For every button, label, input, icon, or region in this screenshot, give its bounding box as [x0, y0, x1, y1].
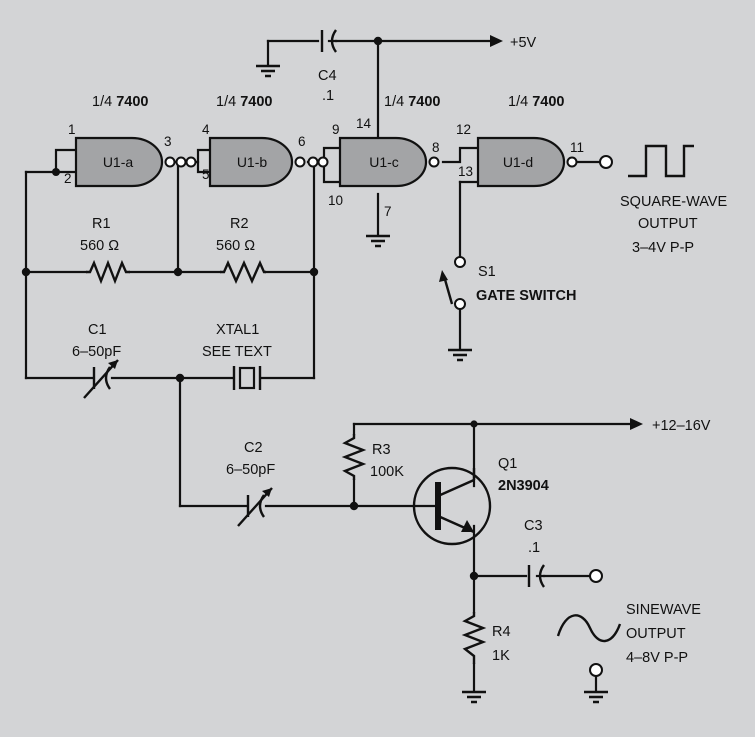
square-output-terminal: [599, 155, 613, 169]
pin-10: 10: [328, 193, 343, 208]
nand-gate-u1c-icon: [338, 136, 428, 188]
arrow-5v-icon: [490, 35, 503, 47]
pin-7: 7: [384, 204, 392, 219]
pin-12: 12: [456, 122, 471, 137]
pin-8: 8: [432, 140, 440, 155]
c3-ref: C3: [524, 518, 543, 534]
supply-5v-label: +5V: [510, 35, 537, 51]
r3-ref: R3: [372, 442, 391, 458]
c1-value: 6–50pF: [72, 344, 121, 360]
s1-ref: S1: [478, 264, 496, 280]
gate-u1d-name: U1-d: [503, 154, 533, 170]
xtal1-value: SEE TEXT: [202, 344, 272, 360]
variable-capacitor-c1-icon: [83, 359, 119, 399]
c2-value: 6–50pF: [226, 462, 275, 478]
sine-output-line2: OUTPUT: [626, 626, 686, 642]
pin-nodes: [175, 156, 329, 168]
sine-ground-terminal: [589, 663, 603, 677]
resistor-r3-icon: [341, 434, 367, 480]
variable-capacitor-c2-icon: [237, 487, 273, 527]
nand-gate-u1d-icon: [476, 136, 566, 188]
switch-s1-icon: [439, 256, 466, 310]
r4-ref: R4: [492, 624, 511, 640]
ground-output-icon: [584, 690, 608, 704]
pin-1: 1: [68, 122, 76, 137]
ground-c4-icon: [256, 64, 280, 78]
capacitor-c4-icon: [320, 29, 338, 53]
c4-ref: C4: [318, 68, 337, 84]
capacitor-c3-icon: [527, 564, 546, 588]
resistor-r2-icon: [220, 260, 266, 284]
c3-value: .1: [528, 540, 540, 556]
square-output-line2: OUTPUT: [638, 216, 698, 232]
pin-6: 6: [298, 134, 306, 149]
resistor-r1-icon: [86, 259, 130, 285]
transistor-q1-icon: [412, 466, 492, 546]
pin-3: 3: [164, 134, 172, 149]
svg-text:1/4 7400: 1/4 7400: [508, 94, 564, 110]
sine-output-line1: SINEWAVE: [626, 602, 701, 618]
s1-value: GATE SWITCH: [476, 288, 576, 304]
resistor-r4-icon: [461, 612, 487, 664]
c4-value: .1: [322, 88, 334, 104]
ground-u1c-icon: [366, 234, 390, 248]
svg-text:1/4 7400: 1/4 7400: [92, 94, 148, 110]
r2-ref: R2: [230, 216, 249, 232]
nand-gate-u1a-icon: [74, 136, 164, 188]
r4-value: 1K: [492, 648, 510, 664]
sine-output-line3: 4–8V P-P: [626, 650, 688, 666]
square-output-line1: SQUARE-WAVE: [620, 194, 727, 210]
pin-13: 13: [458, 164, 473, 179]
gate-u1c-name: U1-c: [369, 154, 399, 170]
ground-s1-icon: [448, 348, 472, 362]
pin-11: 11: [570, 140, 584, 155]
pin-2: 2: [64, 171, 72, 186]
supply-12v-label: +12–16V: [652, 418, 711, 434]
r1-ref: R1: [92, 216, 111, 232]
arrow-12v-icon: [630, 418, 643, 430]
q1-ref: Q1: [498, 456, 517, 472]
crystal-xtal1-icon: [232, 366, 262, 390]
q1-value: 2N3904: [498, 478, 549, 494]
nand-gate-u1b-icon: [208, 136, 294, 188]
gate-u1b-name: U1-b: [237, 154, 268, 170]
xtal1-ref: XTAL1: [216, 322, 259, 338]
ground-r4-icon: [462, 690, 486, 704]
pin-5: 5: [202, 167, 210, 182]
sine-wave-icon: [556, 614, 622, 643]
c2-ref: C2: [244, 440, 263, 456]
pin-9: 9: [332, 122, 340, 137]
sine-output-terminal: [589, 569, 603, 583]
svg-text:1/4 7400: 1/4 7400: [216, 94, 272, 110]
gate-u1a-name: U1-a: [103, 154, 134, 170]
r2-value: 560 Ω: [216, 238, 255, 254]
r1-value: 560 Ω: [80, 238, 119, 254]
square-output-line3: 3–4V P-P: [632, 240, 694, 256]
pin-4: 4: [202, 122, 210, 137]
square-wave-icon: [628, 144, 694, 178]
svg-text:1/4 7400: 1/4 7400: [384, 94, 440, 110]
junctions: [21, 36, 479, 581]
r3-value: 100K: [370, 464, 404, 480]
pin-14: 14: [356, 116, 372, 131]
c1-ref: C1: [88, 322, 107, 338]
